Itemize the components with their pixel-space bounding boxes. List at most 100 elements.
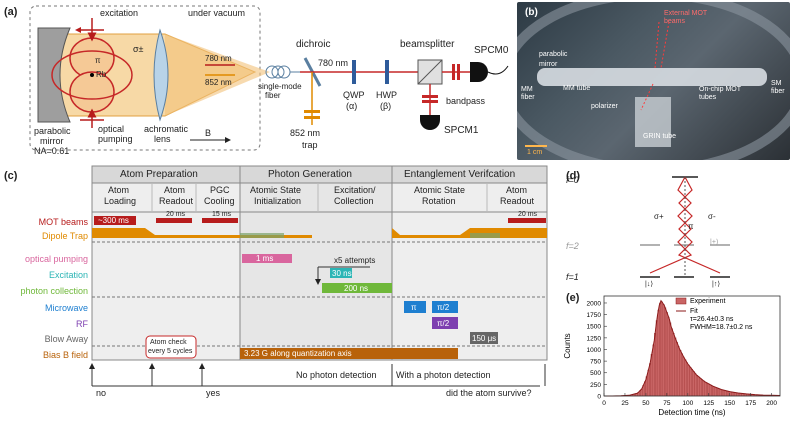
row-label-bias: Bias B field [42,350,88,360]
na-label: NA=0.61 [34,146,70,156]
row-label-rf: RF [76,319,88,329]
x-tick-label: 125 [703,400,714,407]
histogram-bar [660,301,663,397]
ket-plus-label: |+⟩ [710,239,719,246]
histogram-bar [669,322,672,397]
plot-frame [603,295,781,397]
parabolic-mirror-shape [37,27,71,123]
histogram-bar [662,304,665,397]
histogram-bar [721,389,724,397]
rb-atom [90,73,94,77]
mot-300-label: ~300 ms [98,216,129,225]
spcm1-detector [420,115,440,130]
histogram-bar [686,362,688,397]
histogram-bar [719,389,722,397]
histogram-bar [674,337,677,397]
step-4b: Initialization [254,196,302,206]
with-photon-label: With a photon detection [396,370,491,380]
panel-e-letter: (e) [566,292,580,304]
histogram-bar [682,356,685,397]
nm780b-label: 780 nm [318,58,349,68]
beamsplitter-label: beamsplitter [400,39,455,50]
blow-150-label: 150 μs [472,334,497,343]
sigma-label: σ± [133,44,144,54]
histogram-bar [684,359,687,397]
histogram-bar [677,346,680,397]
rb-label: Rb [96,70,107,79]
sm-fiber-label: SM fiber [771,80,785,95]
step-2b: Readout [159,196,194,206]
mot-20b-label: 20 ms [518,211,538,218]
histogram-bar [672,333,675,397]
histogram-bar [652,344,655,397]
histogram-bar [696,375,698,397]
legend-fit: Fit [690,308,698,315]
step-1b: Loading [104,196,137,206]
op-1ms-label: 1 ms [256,254,274,263]
x-tick-label: 175 [745,400,756,407]
atom-check-1: Atom check [150,339,187,346]
panel-c-letter: (c) [4,170,18,182]
histogram-bar [697,376,700,397]
ket-up-label: |↑⟩ [712,281,721,288]
bandpass-label: bandpass [446,96,486,106]
spcm0-label: SPCM0 [474,45,509,56]
no-photon-label: No photon detection [296,370,377,380]
panel-a-schematic [29,5,509,151]
y-tick-label: 1500 [587,324,602,331]
excitation-label: excitation [100,8,139,18]
histogram-bar [704,381,707,397]
beta-label: (β) [380,101,392,111]
y-tick-label: 750 [590,359,601,366]
single-mode-label: single-mode [258,82,302,91]
nm780-label: 780 nm [205,54,232,63]
histogram-bar [706,382,709,397]
fit-curve [604,299,781,397]
achromatic-lens-shape [153,28,169,122]
histogram-bar [665,312,668,397]
x-axis-label: Detection time (ns) [658,408,725,417]
row-label-blow: Blow Away [44,334,88,344]
dichroic-label: dichroic [296,39,331,50]
panel-a-letter: (a) [4,6,18,18]
mm-tube-label: MM tube [563,85,591,92]
spcm1-label: SPCM1 [444,125,479,136]
x-tick-label: 25 [621,400,629,407]
step-3a: PGC [210,185,230,195]
timeline-grid [89,165,548,387]
histogram-bar [659,302,662,397]
step-5a: Excitation/ [334,185,376,195]
yes-label: yes [206,388,221,398]
bias-text-label: 3.23 G along quantization axis [244,349,352,358]
row-label-exc: Excitation [48,270,88,280]
atom-check-2: every 5 cycles [148,348,193,355]
histogram-bar [655,320,658,397]
scale-bar-label: 1 cm [527,149,543,156]
histogram-bar [714,387,717,397]
mw-pi2-label: π/2 [437,303,450,312]
step-3b: Cooling [204,196,235,206]
step-5b: Collection [334,196,374,206]
col-200-label: 200 ns [344,284,369,293]
step-1a: Atom [108,185,130,195]
pumping-label: pumping [98,134,133,144]
step-6b: Rotation [422,196,456,206]
external-mot-label: External MOT beams [664,10,708,25]
histogram-bar [726,390,729,397]
histogram-bar [675,342,678,397]
polarizer-label: polarizer [591,103,618,110]
hwp-plate [385,60,389,84]
legend-swatch-experiment [675,297,687,305]
qwp-plate [352,60,356,84]
row-label-mw: Microwave [44,303,88,313]
f2-label: f=2 [566,241,579,251]
histogram-bar [717,388,720,397]
panel-b-letter: (b) [525,7,538,18]
x-tick-label: 50 [642,400,650,407]
histogram-bar [654,333,657,397]
histogram-bar [711,385,714,397]
y-tick-label: 2000 [587,300,602,307]
achromatic-label: achromatic [144,124,189,134]
pi-level-label: π [688,222,694,231]
